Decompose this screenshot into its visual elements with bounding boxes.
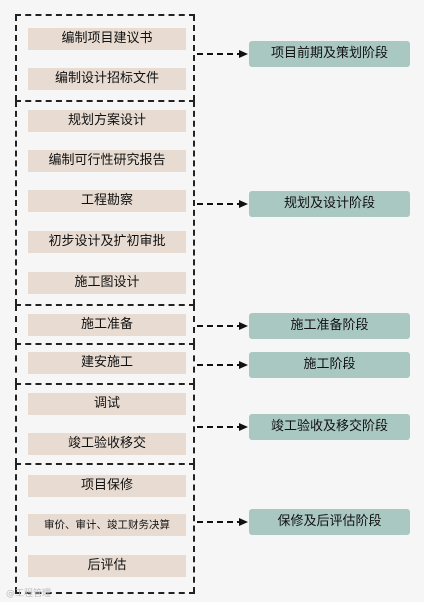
step-box: 施工图设计 (28, 272, 186, 294)
arrow-connector (197, 200, 248, 208)
arrow-connector (197, 322, 248, 330)
step-box: 施工准备 (28, 314, 186, 336)
arrow-connector (197, 518, 248, 526)
step-box: 工程勘察 (28, 190, 186, 212)
stage-group-border (15, 464, 195, 593)
group-divider (15, 14, 195, 16)
group-divider (15, 100, 195, 102)
step-box: 编制可行性研究报告 (28, 150, 186, 172)
arrow-connector (197, 361, 248, 369)
group-divider (15, 304, 195, 306)
stage-group-border (15, 101, 195, 305)
arrow-head-icon (239, 322, 248, 330)
watermark: @工程管理 (6, 589, 52, 599)
stage-group-border (15, 305, 195, 344)
arrow-connector (197, 423, 248, 431)
step-box: 初步设计及扩初审批 (28, 231, 186, 253)
step-box: 后评估 (28, 555, 186, 577)
step-box: 调试 (28, 393, 186, 415)
phase-box: 施工阶段 (249, 352, 410, 378)
step-box: 编制项目建议书 (28, 28, 186, 50)
step-box: 规划方案设计 (28, 110, 186, 132)
group-divider (15, 343, 195, 345)
arrow-head-icon (239, 361, 248, 369)
phase-box: 竣工验收及移交阶段 (249, 414, 410, 440)
arrow-head-icon (239, 200, 248, 208)
group-divider (15, 463, 195, 465)
group-divider (15, 592, 195, 594)
stage-group-border (15, 384, 195, 464)
step-box: 审价、审计、竣工财务决算 (28, 514, 186, 536)
arrow-head-icon (239, 50, 248, 58)
phase-box: 规划及设计阶段 (249, 191, 410, 217)
step-box: 竣工验收移交 (28, 433, 186, 455)
group-divider (15, 383, 195, 385)
step-box: 编制设计招标文件 (28, 68, 186, 90)
arrow-head-icon (239, 518, 248, 526)
arrow-head-icon (239, 423, 248, 431)
arrow-connector (197, 50, 248, 58)
stage-group-border (15, 15, 195, 101)
phase-box: 施工准备阶段 (249, 313, 410, 339)
stage-group-border (15, 344, 195, 384)
phase-box: 项目前期及策划阶段 (249, 41, 410, 67)
phase-box: 保修及后评估阶段 (249, 509, 410, 535)
step-box: 项目保修 (28, 475, 186, 497)
step-box: 建安施工 (28, 352, 186, 374)
